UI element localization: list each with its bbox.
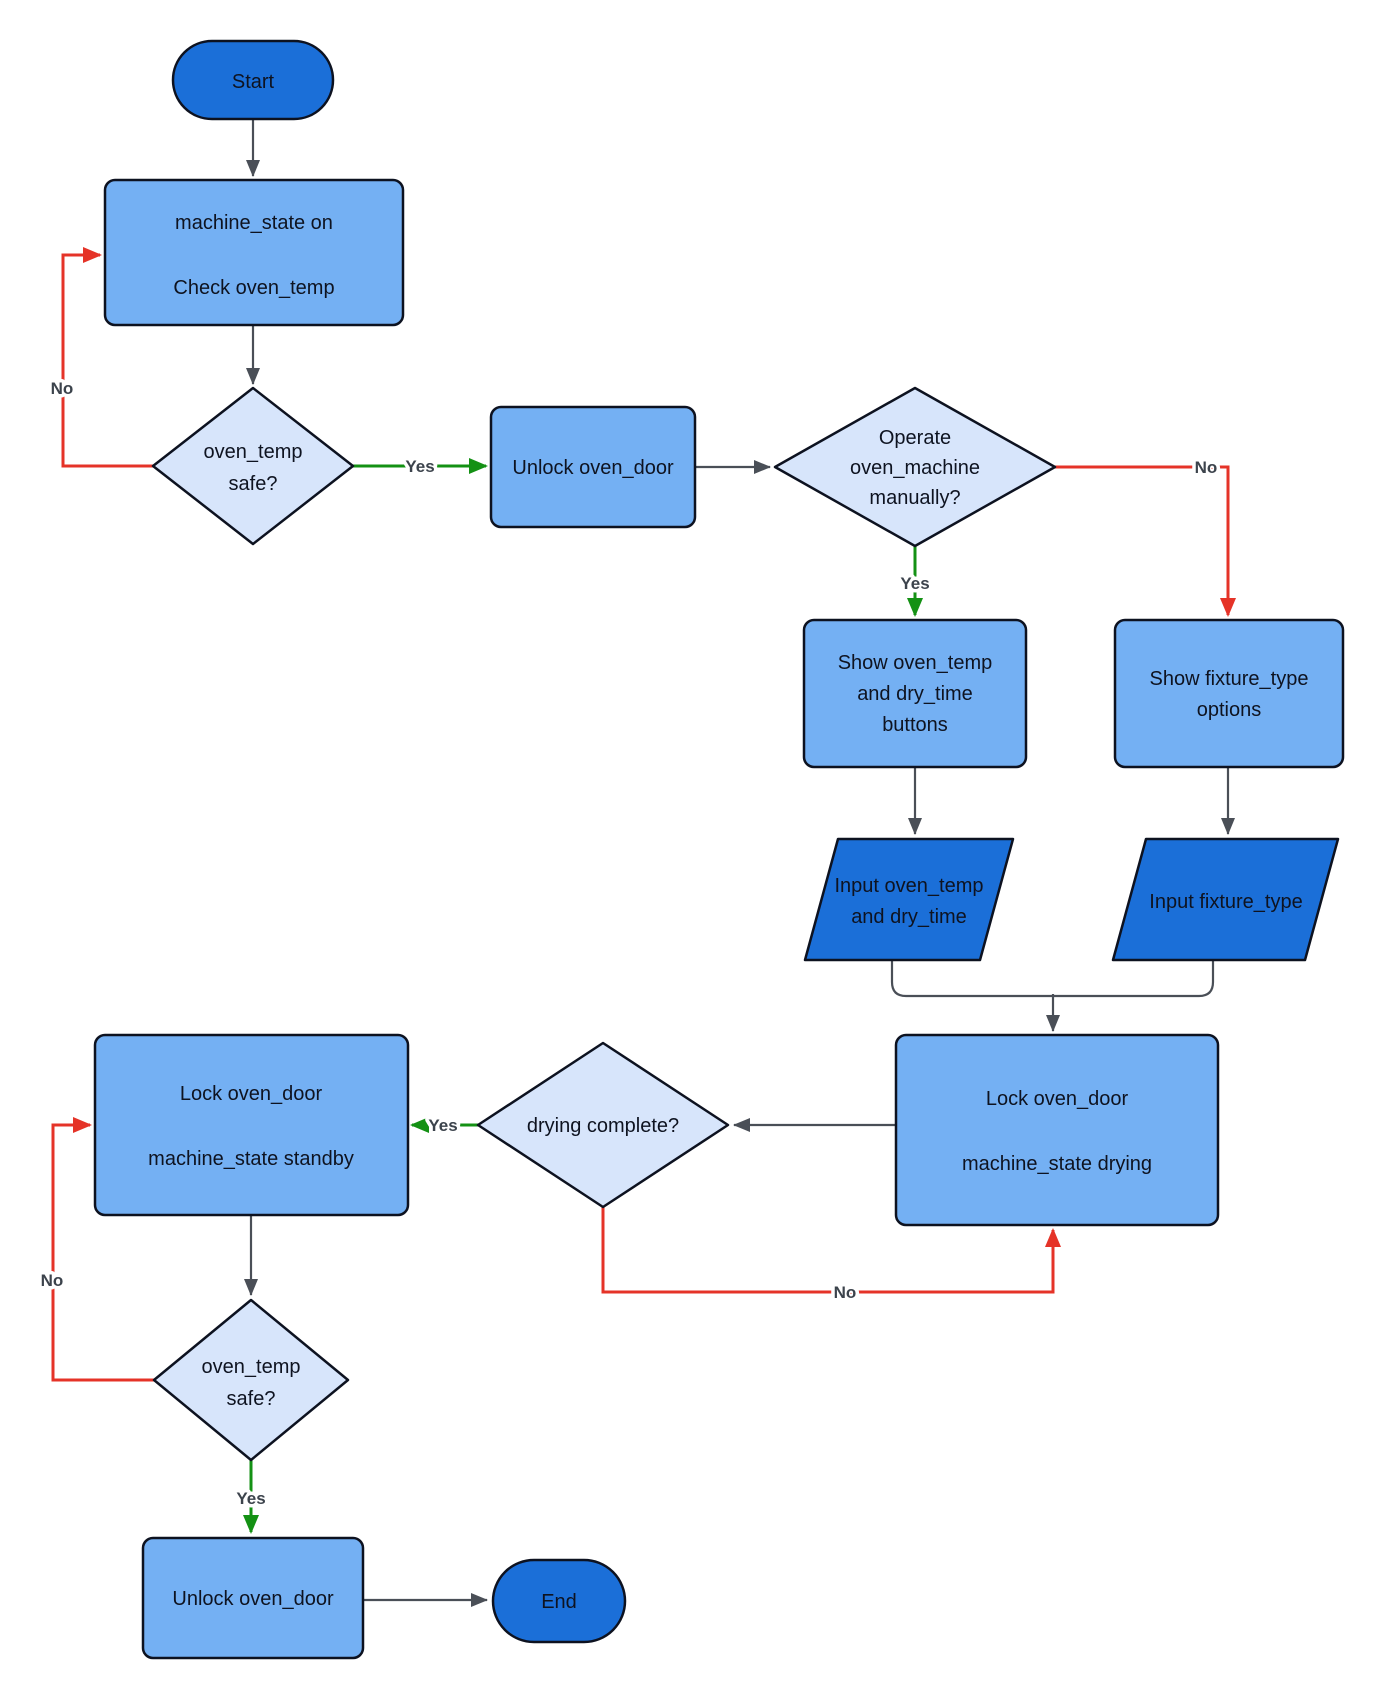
input-fixture-type-node: Input fixture_type <box>1111 837 1340 962</box>
show-fixture-options-line2: options <box>1197 699 1262 721</box>
operate-manually-line2: oven_machine <box>850 457 980 479</box>
machine-state-on-node: machine_state on Check oven_temp <box>103 178 405 327</box>
oven-temp-safe2-line1: oven_temp <box>202 1356 301 1378</box>
drying-complete-node: drying complete? <box>476 1041 730 1209</box>
input-temp-time-node: Input oven_temp and dry_time <box>803 837 1015 962</box>
show-temp-time-buttons-shape <box>802 618 1028 769</box>
operate-manually-line3: manually? <box>869 487 960 509</box>
lock-standby-node: Lock oven_door machine_state standby <box>93 1033 410 1217</box>
lock-drying-shape <box>894 1033 1220 1227</box>
input-temp-time-line1: Input oven_temp <box>835 875 984 897</box>
input-fixture-type-shape <box>1111 837 1340 962</box>
drying-complete-label: drying complete? <box>527 1115 679 1137</box>
unlock-oven-door2-shape <box>141 1536 365 1660</box>
edge-merge-left <box>890 960 1053 998</box>
edges <box>51 120 1236 1607</box>
drying-complete-shape <box>476 1041 730 1209</box>
edge-label-safe1-yes: Yes <box>405 457 434 476</box>
show-temp-time-buttons-node: Show oven_temp and dry_time buttons <box>802 618 1028 769</box>
start-label: Start <box>232 71 275 93</box>
edge-label-operate-no: No <box>1195 458 1218 477</box>
edge-label-drying-no: No <box>834 1283 857 1302</box>
show-fixture-options-line1: Show fixture_type <box>1150 668 1309 690</box>
end-terminator-shape <box>491 1558 627 1644</box>
edge-label-drying-yes: Yes <box>428 1116 457 1135</box>
edge-labels: No Yes Yes No Yes No No Yes <box>37 376 1221 1512</box>
edge-label-safe1-no: No <box>51 379 74 398</box>
show-temp-time-buttons-line2: and dry_time <box>857 683 973 705</box>
show-fixture-options-node: Show fixture_type options <box>1113 618 1345 769</box>
input-temp-time-line2: and dry_time <box>851 906 967 928</box>
unlock-oven-door1-shape <box>489 405 697 529</box>
lock-standby-line2: machine_state standby <box>148 1148 354 1170</box>
machine-state-on-line2: Check oven_temp <box>173 277 334 299</box>
edge-label-safe2-yes: Yes <box>236 1489 265 1508</box>
lock-drying-line1: Lock oven_door <box>986 1088 1129 1110</box>
show-temp-time-buttons-line3: buttons <box>882 714 948 736</box>
input-fixture-type-label: Input fixture_type <box>1149 891 1302 913</box>
oven-temp-safe1-node: oven_temp safe? <box>151 386 355 546</box>
lock-standby-line1: Lock oven_door <box>180 1083 323 1105</box>
show-fixture-options-shape <box>1113 618 1345 769</box>
unlock-oven-door1-node: Unlock oven_door <box>489 405 697 529</box>
start-node: Start <box>171 39 335 121</box>
lock-drying-line2: machine_state drying <box>962 1153 1152 1175</box>
lock-drying-node: Lock oven_door machine_state drying <box>894 1033 1220 1227</box>
edge-operate-no-to-show-fixture <box>1055 465 1236 617</box>
edge-label-safe2-no: No <box>41 1271 64 1290</box>
machine-state-on-shape <box>103 178 405 327</box>
oven-temp-safe1-line2: safe? <box>229 473 278 495</box>
oven-temp-safe2-shape <box>152 1298 350 1462</box>
edge-drying-no-loop <box>601 1207 1061 1294</box>
end-node: End <box>491 1558 627 1644</box>
end-label: End <box>541 1591 577 1613</box>
oven-temp-safe1-shape <box>151 386 355 546</box>
unlock-oven-door2-node: Unlock oven_door <box>141 1536 365 1660</box>
show-temp-time-buttons-line1: Show oven_temp <box>838 652 993 674</box>
input-temp-time-shape <box>803 837 1015 962</box>
oven-temp-safe2-node: oven_temp safe? <box>152 1298 350 1462</box>
operate-manually-line1: Operate <box>879 427 951 449</box>
lock-standby-shape <box>93 1033 410 1217</box>
operate-manually-shape <box>773 386 1057 548</box>
unlock-oven-door2-label: Unlock oven_door <box>172 1588 334 1610</box>
machine-state-on-line1: machine_state on <box>175 212 333 234</box>
operate-manually-node: Operate oven_machine manually? <box>773 386 1057 548</box>
start-terminator-shape <box>171 39 335 121</box>
oven-temp-safe2-line2: safe? <box>227 1388 276 1410</box>
edge-safe2-no-loop <box>51 1117 154 1382</box>
edge-merge-right <box>1053 960 1215 998</box>
unlock-oven-door1-label: Unlock oven_door <box>512 457 674 479</box>
edge-safe1-no-loop <box>61 247 153 468</box>
oven-temp-safe1-line1: oven_temp <box>204 441 303 463</box>
edge-label-operate-yes: Yes <box>900 574 929 593</box>
